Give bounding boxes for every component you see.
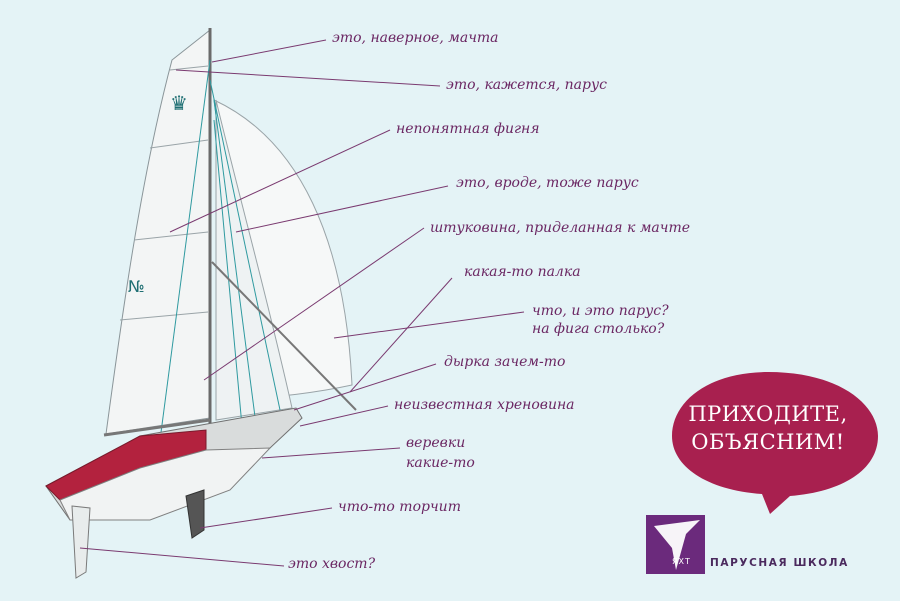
leader-sticking [199, 507, 333, 529]
bubble-line-1: ПРИХОДИТЕ, [688, 402, 848, 426]
label-sticking-out: что-то торчит [338, 499, 461, 515]
label-spinnaker-line1: что, и это парус? [532, 303, 669, 319]
label-some-stick: какая-то палка [464, 264, 581, 280]
label-mast: это, наверное, мачта [332, 30, 499, 46]
school-name: ПАРУСНАЯ ШКОЛА [710, 557, 849, 569]
label-sail: это, кажется, парус [446, 77, 607, 93]
leader-spinnaker [333, 311, 525, 339]
leader-also-sail [235, 185, 449, 233]
leader-lines [79, 39, 525, 567]
label-tail: это хвост? [288, 556, 376, 572]
label-ropes-line1: веревки [406, 435, 466, 451]
leader-ropes [261, 447, 401, 459]
mainsail-battens [119, 65, 209, 321]
spinnaker-pole [211, 261, 357, 411]
label-spinnaker-line2: на фига столько? [532, 321, 665, 337]
label-unknown-thing: неизвестная хреновина [394, 397, 575, 413]
boom [103, 418, 211, 437]
label-hole: дырка зачем-то [444, 354, 566, 370]
leader-stick [349, 277, 453, 393]
bubble-line-2: ОБЪЯСНИМ! [691, 430, 845, 454]
label-also-sail: это, вроде, тоже парус [456, 175, 639, 191]
bubble-text: ПРИХОДИТЕ, ОБЪЯСНИМ! [676, 400, 860, 456]
label-mast-gadget: штуковина, приделанная к мачте [430, 220, 691, 236]
leader-tail [79, 547, 285, 567]
leader-unclear [169, 129, 391, 233]
label-ropes-line2: какие-то [406, 455, 475, 471]
leader-hole [293, 363, 437, 411]
rudder [71, 505, 91, 579]
centreboard [185, 489, 205, 539]
speech-bubble [672, 372, 878, 514]
label-unclear-thing: непонятная фигня [396, 121, 540, 137]
leader-unknown [299, 405, 389, 427]
mainsail [105, 28, 211, 435]
leader-mast [211, 39, 327, 63]
logo-abbreviation: ЯХТ [672, 557, 691, 566]
sail-number-mark: № [128, 277, 145, 296]
sail-crown-emblem: ♛ [170, 91, 188, 115]
school-logo-swoosh [654, 520, 700, 570]
leader-sail [175, 69, 441, 87]
rigging-lines [159, 59, 281, 449]
jib-sail [215, 99, 293, 421]
leader-mast-gadget [203, 227, 425, 381]
